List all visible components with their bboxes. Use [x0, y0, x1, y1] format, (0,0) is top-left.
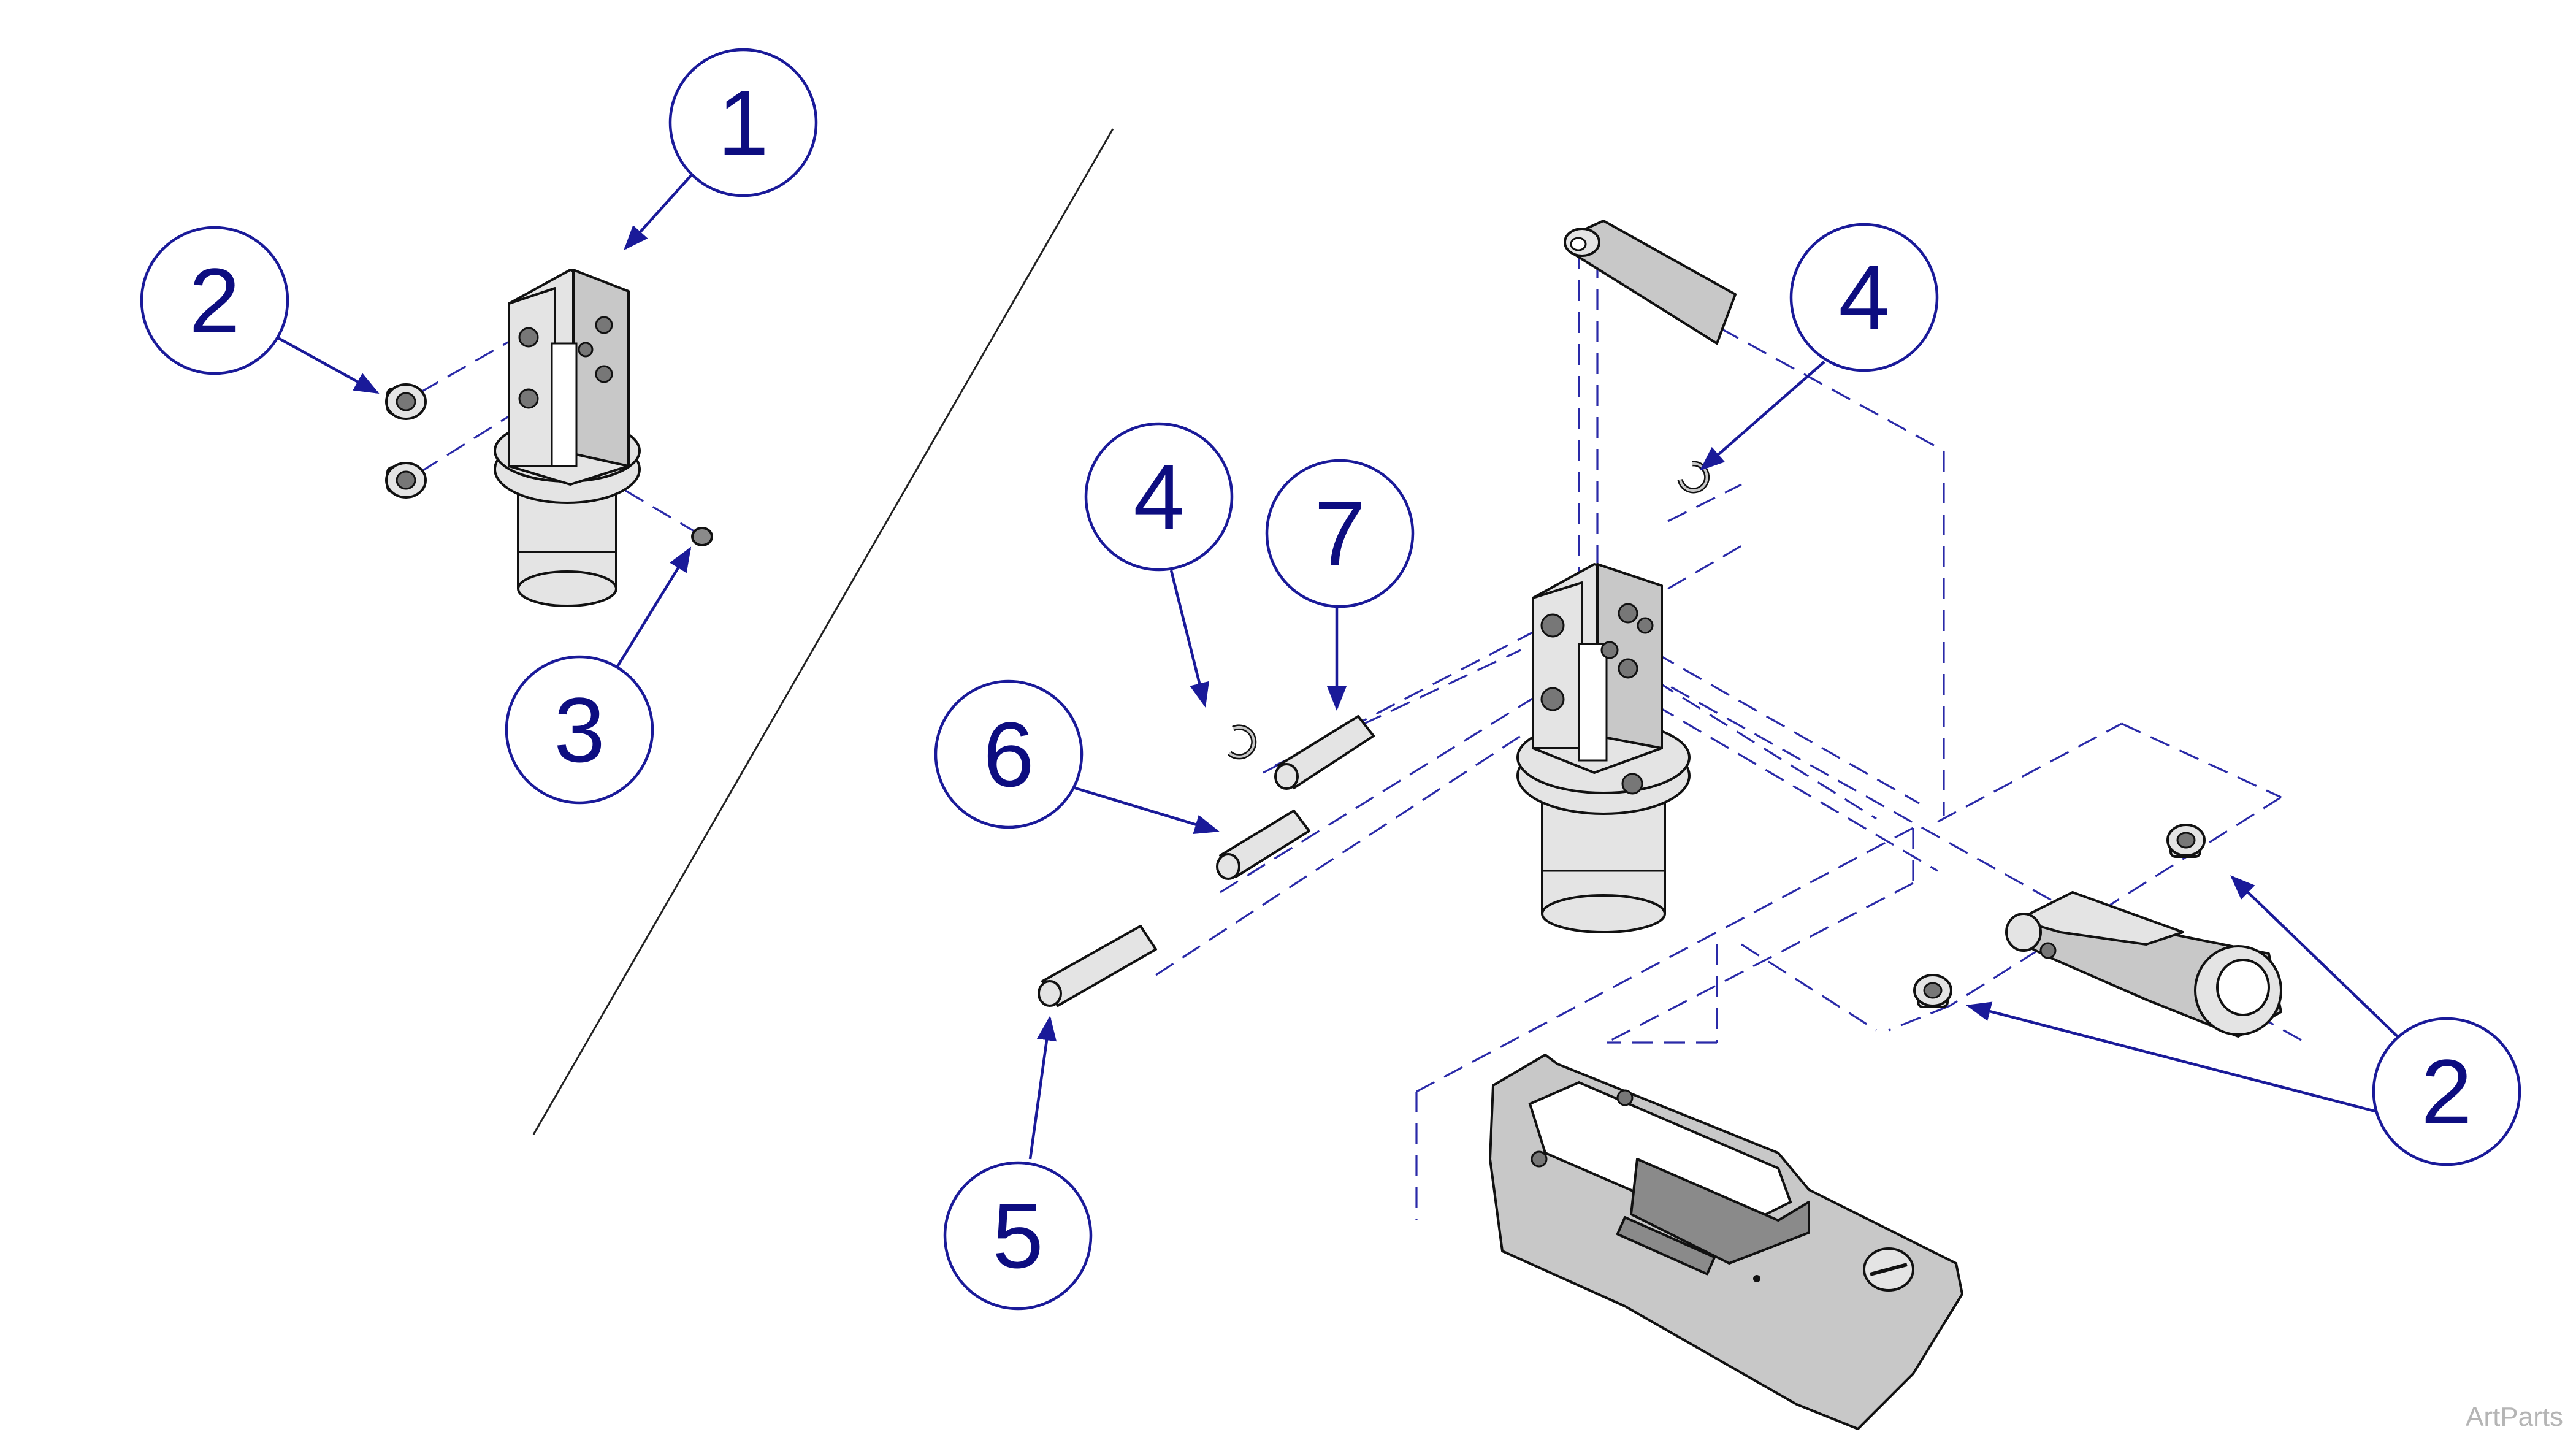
- right-assembly: [1038, 220, 2306, 1430]
- pin-part-6: [1216, 810, 1310, 880]
- right-bushing-lower: [1913, 974, 1952, 1008]
- callout-4-right-label: 4: [1838, 246, 1889, 349]
- leader-2b-upper: [2230, 875, 2402, 1041]
- callouts: 1 2 3 4 7 4 6 5: [140, 48, 2521, 1311]
- callout-3-label: 3: [554, 678, 605, 781]
- callout-4-left: 4: [1084, 422, 1234, 572]
- left-assembly: [385, 269, 713, 607]
- callout-3: 3: [505, 655, 654, 805]
- callout-5-label: 5: [992, 1184, 1043, 1287]
- leader-1: [624, 174, 693, 251]
- callout-2-left-label: 2: [189, 249, 240, 352]
- pin-part-5: [1038, 925, 1157, 1007]
- callout-1-label: 1: [717, 71, 768, 174]
- leader-2b-lower: [1966, 1001, 2383, 1115]
- center-clevis-bracket: [1532, 563, 1663, 774]
- callout-4-right: 4: [1789, 223, 1939, 372]
- leader-5: [1028, 1015, 1057, 1160]
- callout-2-right-label: 2: [2421, 1040, 2472, 1143]
- callout-7: 7: [1265, 459, 1415, 608]
- left-set-screw: [691, 527, 713, 546]
- leader-2a: [273, 335, 380, 394]
- leader-4b: [1699, 361, 1825, 471]
- left-clevis-bracket: [508, 269, 630, 486]
- top-rod: [1564, 220, 1737, 345]
- callout-2-right: 2: [2372, 1017, 2521, 1166]
- callout-2-left: 2: [140, 226, 289, 375]
- leader-4a: [1169, 570, 1209, 708]
- right-bushing-upper: [2166, 824, 2206, 858]
- callout-5: 5: [943, 1161, 1093, 1311]
- leader-6: [1060, 782, 1220, 834]
- left-bushing-lower: [385, 462, 427, 499]
- callout-6-label: 6: [983, 703, 1034, 806]
- link-arm: [2005, 891, 2282, 1038]
- e-clip-left: [1228, 724, 1257, 760]
- view-divider-line: [532, 128, 1114, 1135]
- fork-arm: [1489, 1054, 1963, 1430]
- leader-3: [615, 546, 692, 670]
- pin-part-7: [1274, 715, 1375, 790]
- artparts-watermark: ArtParts: [2466, 1402, 2563, 1432]
- left-bushing-upper: [385, 383, 427, 420]
- callout-6: 6: [934, 679, 1084, 829]
- callout-1: 1: [668, 48, 818, 197]
- callout-7-label: 7: [1314, 482, 1365, 585]
- callout-4-left-label: 4: [1133, 445, 1184, 548]
